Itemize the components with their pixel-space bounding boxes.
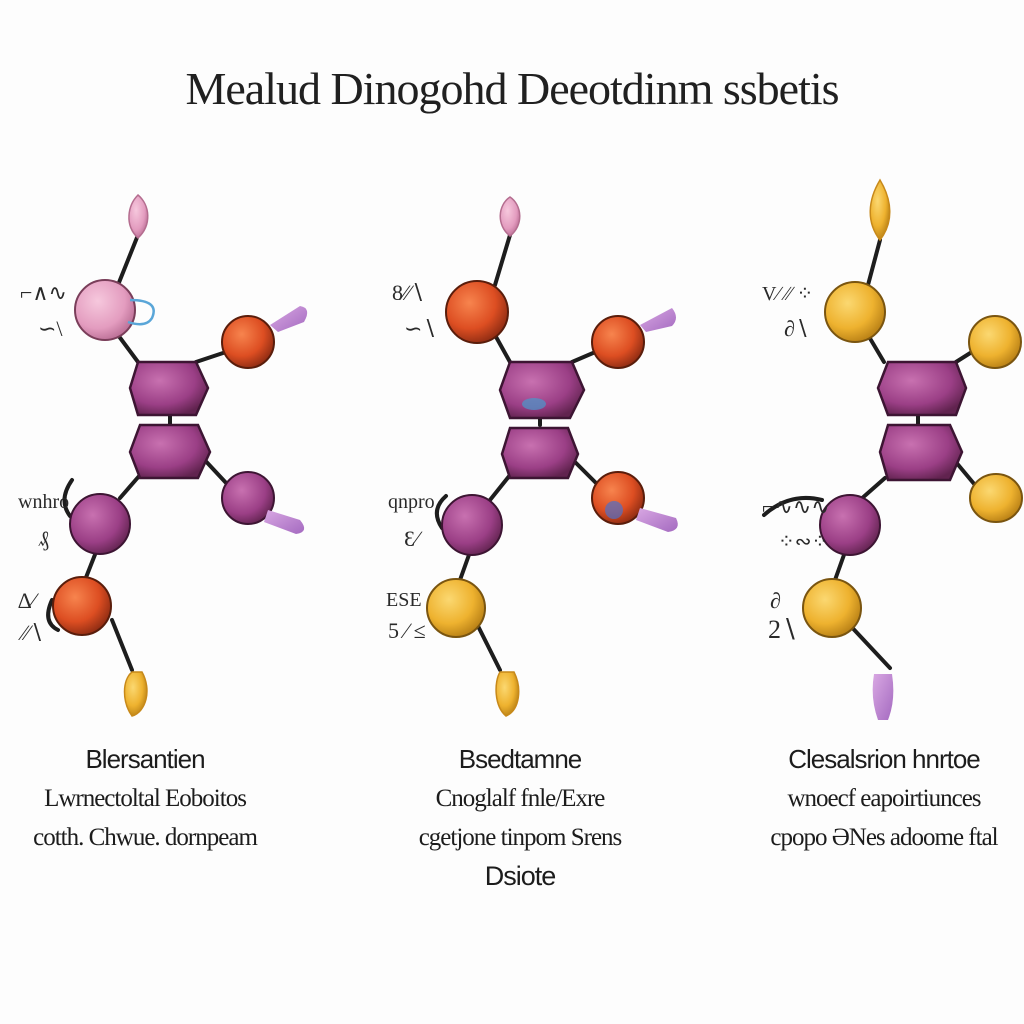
purple-atom-right bbox=[221, 471, 275, 525]
diagram-title: Mealud Dinogohd Deeotdinm ssbetis bbox=[185, 63, 839, 114]
caption-molecule-3: Clesalsrion hnrtoe wnoecf eapoirtiunces … bbox=[724, 740, 1024, 857]
caption-line: Cnoglalf fnle/Exre bbox=[435, 785, 606, 812]
annotation-label: ⁘∾⁘ bbox=[778, 531, 828, 553]
orange-atom bbox=[221, 315, 275, 369]
annotation-labels: ⌐∧∿ ∽\ wnhro ₰ ∆⁄ ∕⁄∖ bbox=[18, 280, 69, 645]
caption-molecule-1: Blersantien Lwrnectoltal Eoboitos cotth.… bbox=[0, 740, 305, 857]
annotation-labels: 8∕∕∖ ∽∖ qnpro Ɛ∕ ESE 5 ∕ ≤ bbox=[386, 280, 436, 643]
lilac-tail bbox=[640, 308, 676, 332]
gold-atom bbox=[426, 578, 486, 638]
molecule-2: 8∕∕∖ ∽∖ qnpro Ɛ∕ ESE 5 ∕ ≤ bbox=[386, 196, 678, 717]
bonds bbox=[434, 233, 602, 672]
orange-atom bbox=[445, 280, 509, 344]
pink-petal bbox=[499, 196, 521, 237]
annotation-label: V∕ ∕∕ ⁘ bbox=[762, 283, 813, 305]
caption-title: Clesalsrion hnrtoe bbox=[788, 744, 981, 774]
annotation-label: 2∖ bbox=[768, 615, 798, 644]
annotation-label: ∂∖ bbox=[784, 316, 809, 341]
molecule-3: V∕ ∕∕ ⁘ ∂∖ ⌐∿∿∿ ⁘∾⁘ ∂ 2∖ bbox=[762, 178, 1023, 720]
orange-atom bbox=[591, 471, 645, 525]
purple-atom-left bbox=[441, 494, 503, 556]
annotation-label: ₰ bbox=[38, 526, 49, 551]
pink-atom bbox=[74, 279, 136, 341]
annotation-labels: V∕ ∕∕ ⁘ ∂∖ ⌐∿∿∿ ⁘∾⁘ ∂ 2∖ bbox=[762, 283, 830, 644]
pink-petal bbox=[128, 193, 149, 240]
caption-molecule-2: Bsedtamne Cnoglalf fnle/Exre cgetjone ti… bbox=[360, 740, 680, 896]
gold-atom bbox=[802, 578, 862, 638]
annotation-label: ⌐∿∿∿ bbox=[762, 494, 830, 519]
caption-line: Lwrnectoltal Eoboitos bbox=[44, 785, 247, 812]
purple-hexagon-upper bbox=[876, 360, 968, 417]
bonds bbox=[46, 233, 234, 672]
orange-atom bbox=[591, 315, 645, 369]
lilac-tail bbox=[264, 510, 305, 534]
gold-atom bbox=[968, 315, 1022, 369]
annotation-label: ∽∖ bbox=[404, 316, 436, 341]
annotation-label: ∂ bbox=[770, 588, 781, 613]
molecule-1: ⌐∧∿ ∽\ wnhro ₰ ∆⁄ ∕⁄∖ bbox=[18, 193, 308, 717]
annotation-label: ∽\ bbox=[38, 316, 63, 341]
orange-atom bbox=[52, 576, 112, 636]
caption-title: Bsedtamne bbox=[458, 744, 583, 774]
purple-atom-left bbox=[69, 493, 131, 555]
caption-line: cpopo ƏNes adoome ftal bbox=[770, 824, 998, 851]
annotation-label: ∆⁄ bbox=[18, 588, 39, 613]
lilac-tail bbox=[636, 508, 678, 532]
lilac-tail bbox=[270, 306, 308, 332]
annotation-label: ∕⁄∖ bbox=[18, 620, 43, 645]
gold-atom bbox=[824, 281, 886, 343]
blue-highlight bbox=[522, 398, 546, 410]
gold-flame bbox=[495, 671, 520, 717]
purple-hexagon-lower bbox=[500, 426, 580, 480]
gold-atom bbox=[969, 473, 1023, 523]
annotation-label: 8∕∕∖ bbox=[392, 280, 424, 305]
annotation-label: 5 ∕ ≤ bbox=[388, 618, 426, 643]
caption-extra: Dsiote bbox=[484, 861, 557, 891]
caption-line: wnoecf eapoirtiunces bbox=[787, 785, 981, 812]
blue-ring bbox=[127, 298, 155, 326]
blue-highlight bbox=[605, 501, 623, 519]
purple-hexagon-upper bbox=[128, 360, 210, 417]
purple-hexagon-lower bbox=[128, 423, 212, 480]
caption-line: cotth. Chwue. dornpeam bbox=[33, 824, 258, 851]
annotation-label: ⌐∧∿ bbox=[20, 280, 67, 305]
gold-flame bbox=[123, 671, 148, 717]
gold-flame bbox=[869, 178, 891, 242]
purple-hexagon-upper bbox=[498, 360, 586, 420]
annotation-label: wnhro bbox=[18, 491, 69, 513]
annotation-label: qnpro bbox=[388, 491, 435, 513]
purple-atom-left bbox=[819, 494, 881, 556]
purple-hexagon-lower bbox=[878, 423, 964, 482]
lilac-tail bbox=[872, 674, 894, 720]
caption-line: cgetjone tinpom Srens bbox=[418, 824, 623, 851]
caption-title: Blersantien bbox=[85, 744, 205, 774]
annotation-label: ESE bbox=[386, 589, 422, 611]
annotation-label: Ɛ∕ bbox=[404, 526, 423, 551]
